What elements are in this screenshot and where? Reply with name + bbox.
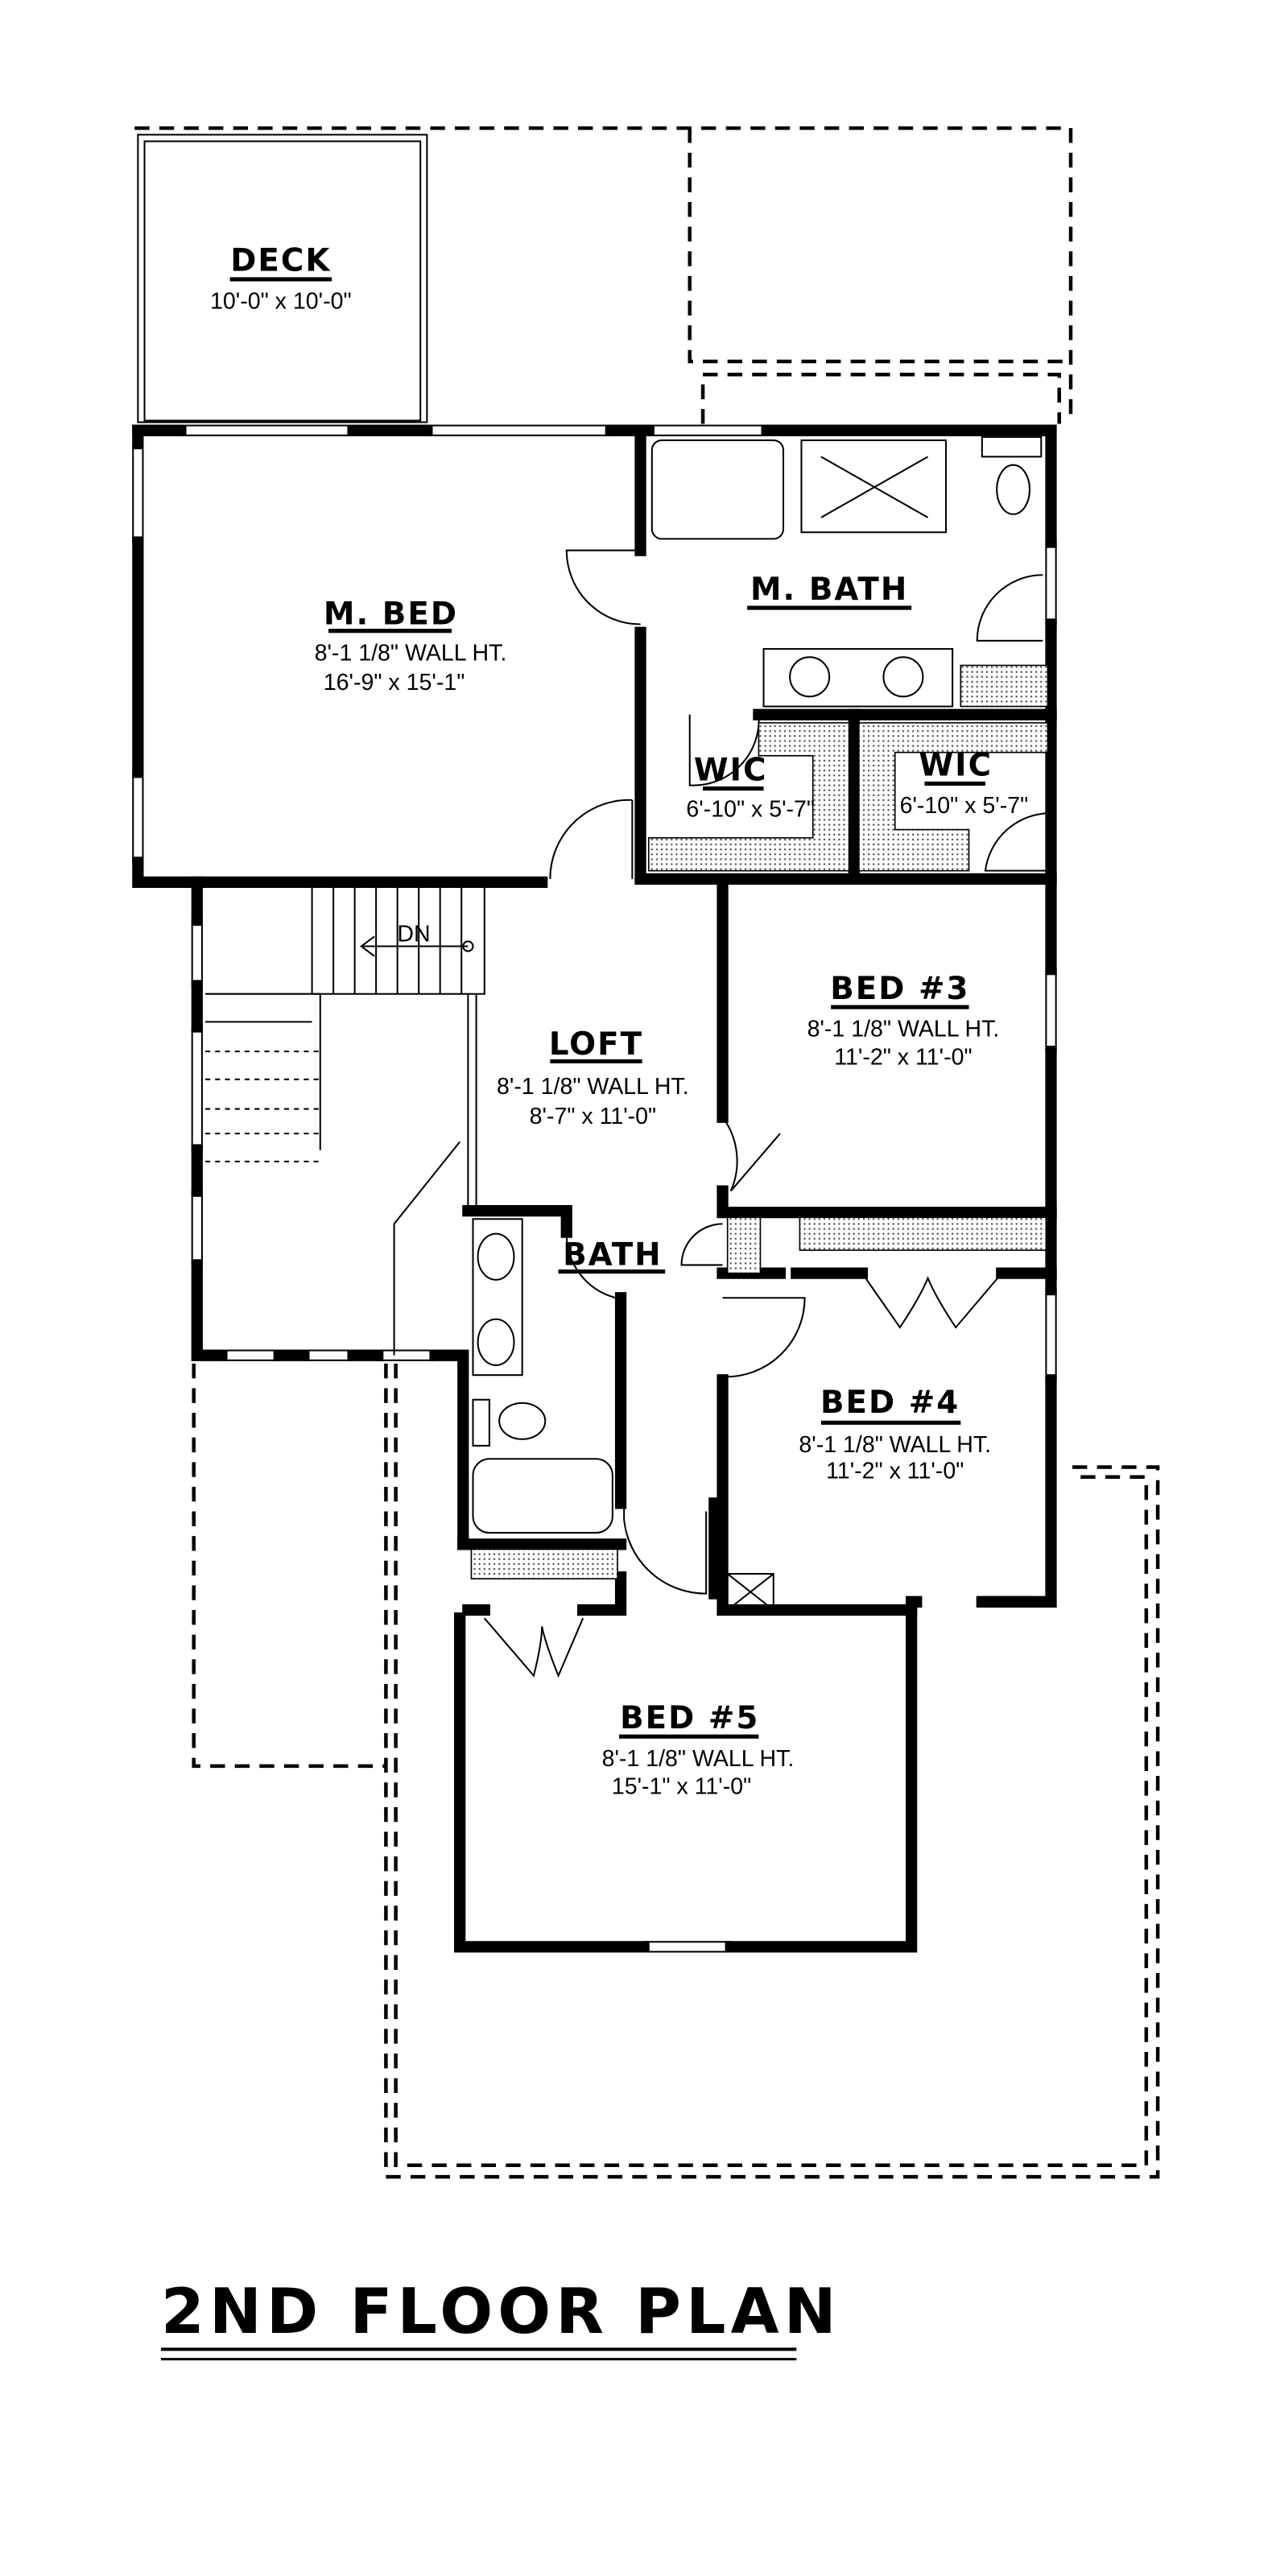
room-bed-5: BED #5 8'-1 1/8" WALL HT. 15'-1" x 11'-0… [602, 1700, 795, 1800]
room-wall-height: 8'-1 1/8" WALL HT. [807, 1017, 1000, 1042]
bath-tub [472, 1458, 613, 1534]
fixtures [470, 436, 1049, 1612]
room-wall-height: 8'-1 1/8" WALL HT. [315, 640, 507, 666]
master-toilet [996, 464, 1031, 515]
room-name: WIC [919, 747, 993, 783]
room-size: 6'-10" x 5'-7" [686, 796, 815, 822]
room-size: 6'-10" x 5'-7" [900, 793, 1029, 819]
room-bath: BATH [558, 1236, 666, 1274]
room-wall-height: 8'-1 1/8" WALL HT. [799, 1432, 991, 1458]
room-size: 10'-0" x 10'-0" [210, 289, 352, 315]
room-wall-height: 8'-1 1/8" WALL HT. [602, 1746, 795, 1772]
room-size: 11'-2" x 11'-0" [826, 1459, 964, 1484]
stairs-dn-label: DN [397, 921, 430, 947]
room-size: 16'-9" x 15'-1" [324, 670, 465, 696]
doors [483, 549, 1051, 1678]
plan-title-text: 2ND FLOOR PLAN [161, 2276, 841, 2348]
master-shower [800, 439, 948, 534]
bath-toilet [498, 1402, 547, 1440]
room-name: LOFT [549, 1026, 643, 1063]
roof-outline-dashed [134, 126, 1160, 2179]
windows [132, 424, 1057, 1953]
walls [132, 424, 1057, 1953]
room-wic-1: WIC 6'-10" x 5'-7" [686, 752, 815, 822]
room-deck: DECK 10'-0" x 10'-0" [210, 243, 352, 315]
room-loft: LOFT 8'-1 1/8" WALL HT. 8'-7" x 11'-0" [497, 1026, 689, 1129]
room-name: M. BATH [750, 572, 908, 608]
room-size: 8'-7" x 11'-0" [530, 1104, 657, 1129]
room-bed-3: BED #3 8'-1 1/8" WALL HT. 11'-2" x 11'-0… [807, 971, 1000, 1071]
room-name: BED #4 [820, 1385, 960, 1421]
room-size: 15'-1" x 11'-0" [612, 1774, 751, 1800]
room-name: BED #3 [830, 971, 969, 1007]
room-bed-4: BED #4 8'-1 1/8" WALL HT. 11'-2" x 11'-0… [799, 1385, 991, 1484]
deck [137, 134, 428, 423]
master-tub [650, 439, 785, 540]
room-name: DECK [230, 243, 331, 279]
room-name: M. BED [324, 597, 458, 633]
room-master-bath: M. BATH [747, 572, 912, 610]
master-vanity [762, 648, 954, 708]
room-name: WIC [694, 752, 768, 788]
room-master-bed: M. BED 8'-1 1/8" WALL HT. 16'-9" x 15'-1… [315, 597, 507, 696]
room-name: BED #5 [620, 1700, 759, 1736]
stairs: DN [204, 881, 485, 1356]
room-name: BATH [563, 1236, 663, 1273]
plan-title: 2ND FLOOR PLAN [160, 2276, 841, 2361]
room-wic-2: WIC 6'-10" x 5'-7" [900, 747, 1029, 819]
room-size: 11'-2" x 11'-0" [834, 1044, 972, 1070]
room-wall-height: 8'-1 1/8" WALL HT. [497, 1074, 689, 1100]
